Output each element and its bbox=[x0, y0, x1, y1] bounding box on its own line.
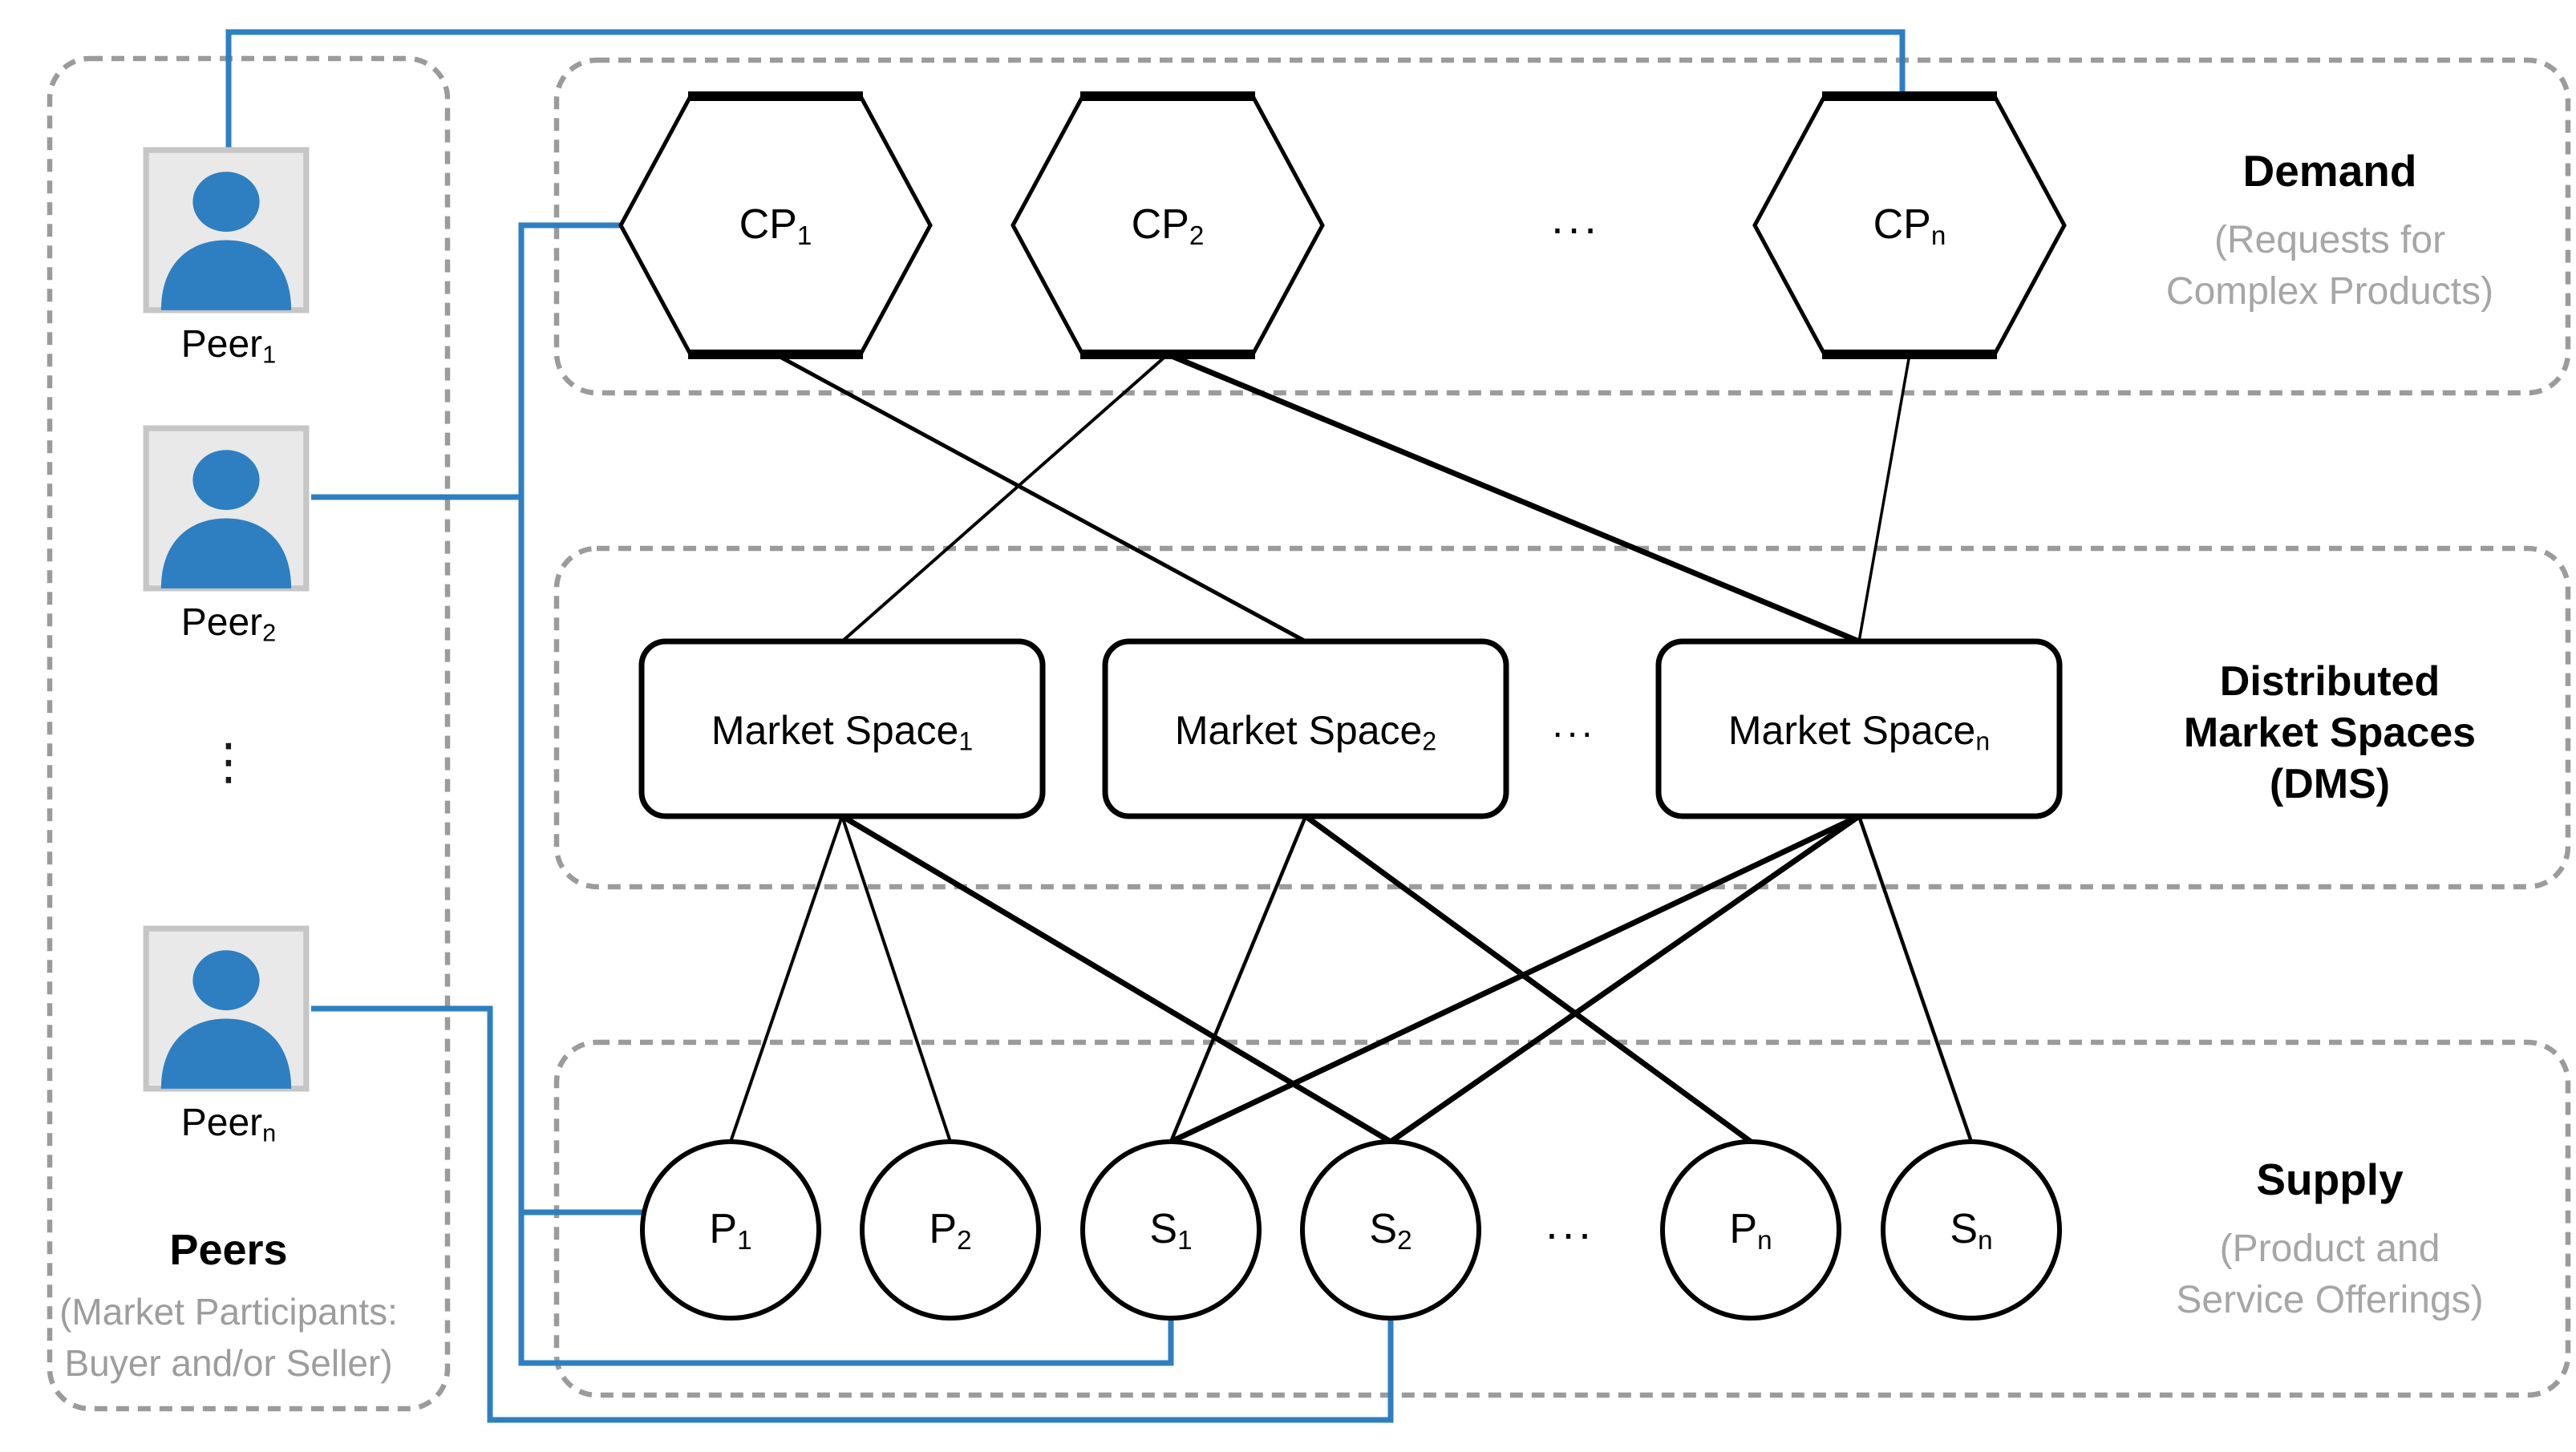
dms-group-border bbox=[553, 545, 2571, 890]
sn-label: Sn bbox=[1950, 1206, 1993, 1256]
demand-group-title: Demand bbox=[2242, 146, 2417, 196]
cpn-hexagon bbox=[1752, 91, 2067, 359]
link-peern-s2 bbox=[311, 1005, 1394, 1423]
cp2-label: CP2 bbox=[1131, 201, 1205, 251]
s1-label: S1 bbox=[1149, 1206, 1193, 1256]
p2-label: P2 bbox=[929, 1206, 972, 1256]
peer2-label: Peer2 bbox=[180, 601, 277, 647]
link-ms1-p1 bbox=[729, 815, 844, 1143]
link-msn-s2 bbox=[1389, 814, 1861, 1144]
supply-group-title: Supply bbox=[2256, 1155, 2404, 1204]
link-msn-sn bbox=[1857, 815, 1974, 1143]
link-msn-s1 bbox=[1169, 813, 1861, 1145]
peers-group-title: Peers bbox=[169, 1226, 288, 1274]
link-cp2-msn bbox=[1166, 351, 1861, 645]
supply-group-border bbox=[553, 1039, 2571, 1398]
link-ms2-pn bbox=[1303, 814, 1753, 1144]
peers-vertical-ellipsis: ⋮ bbox=[204, 734, 253, 790]
sn-circle bbox=[1881, 1139, 2062, 1321]
s2-circle bbox=[1300, 1139, 1481, 1321]
cp1-hexagon bbox=[618, 91, 933, 359]
p2-circle bbox=[860, 1139, 1041, 1321]
supply-group-subtitle: (Product and Service Offerings) bbox=[2176, 1228, 2484, 1321]
pn-label: Pn bbox=[1729, 1206, 1772, 1256]
market-space2-box bbox=[1102, 638, 1509, 819]
demand-group-subtitle: (Requests for Complex Products) bbox=[2165, 219, 2494, 313]
peers-group-border bbox=[47, 55, 451, 1412]
s1-circle bbox=[1080, 1139, 1262, 1321]
link-cp2-ms1 bbox=[840, 353, 1169, 643]
dms-group-title: Distributed Market Spaces (DMS) bbox=[2183, 658, 2477, 807]
peers-group-subtitle: (Market Participants: Buyer and/or Selle… bbox=[59, 1291, 398, 1384]
market-space1-box bbox=[638, 638, 1046, 819]
market-space1-label: Market Space1 bbox=[711, 708, 974, 756]
market-space2-label: Market Space2 bbox=[1174, 708, 1437, 756]
market-spacen-label: Market Spacen bbox=[1727, 708, 1991, 756]
peer1-avatar-icon bbox=[143, 147, 310, 313]
demand-ellipsis: ... bbox=[1551, 192, 1601, 243]
link-peer2-bus-cp1-s1 bbox=[518, 222, 1174, 1366]
cpn-label: CPn bbox=[1873, 201, 1946, 251]
p1-circle bbox=[640, 1139, 821, 1321]
black-connector-layer bbox=[729, 351, 1974, 1145]
cp2-hexagon bbox=[1011, 91, 1325, 359]
peer2-avatar-icon bbox=[143, 425, 310, 592]
pn-circle bbox=[1660, 1139, 1841, 1321]
s2-label: S2 bbox=[1369, 1206, 1412, 1256]
peer1-label: Peer1 bbox=[180, 323, 277, 369]
link-cp1-ms2 bbox=[774, 352, 1307, 644]
cp1-label: CP1 bbox=[739, 201, 812, 251]
market-spacen-box bbox=[1655, 638, 2063, 819]
link-peer1-cpn bbox=[225, 29, 1906, 148]
peern-label: Peern bbox=[180, 1102, 277, 1147]
link-ms1-p2 bbox=[840, 815, 952, 1143]
link-ms2-s1 bbox=[1169, 815, 1308, 1143]
dms-ellipsis: ... bbox=[1552, 703, 1597, 746]
supply-ellipsis: ... bbox=[1545, 1198, 1595, 1248]
link-cpn-msn bbox=[1857, 354, 1911, 642]
peern-avatar-icon bbox=[143, 925, 310, 1092]
link-ms1-s2 bbox=[840, 813, 1392, 1145]
p1-label: P1 bbox=[709, 1206, 752, 1256]
